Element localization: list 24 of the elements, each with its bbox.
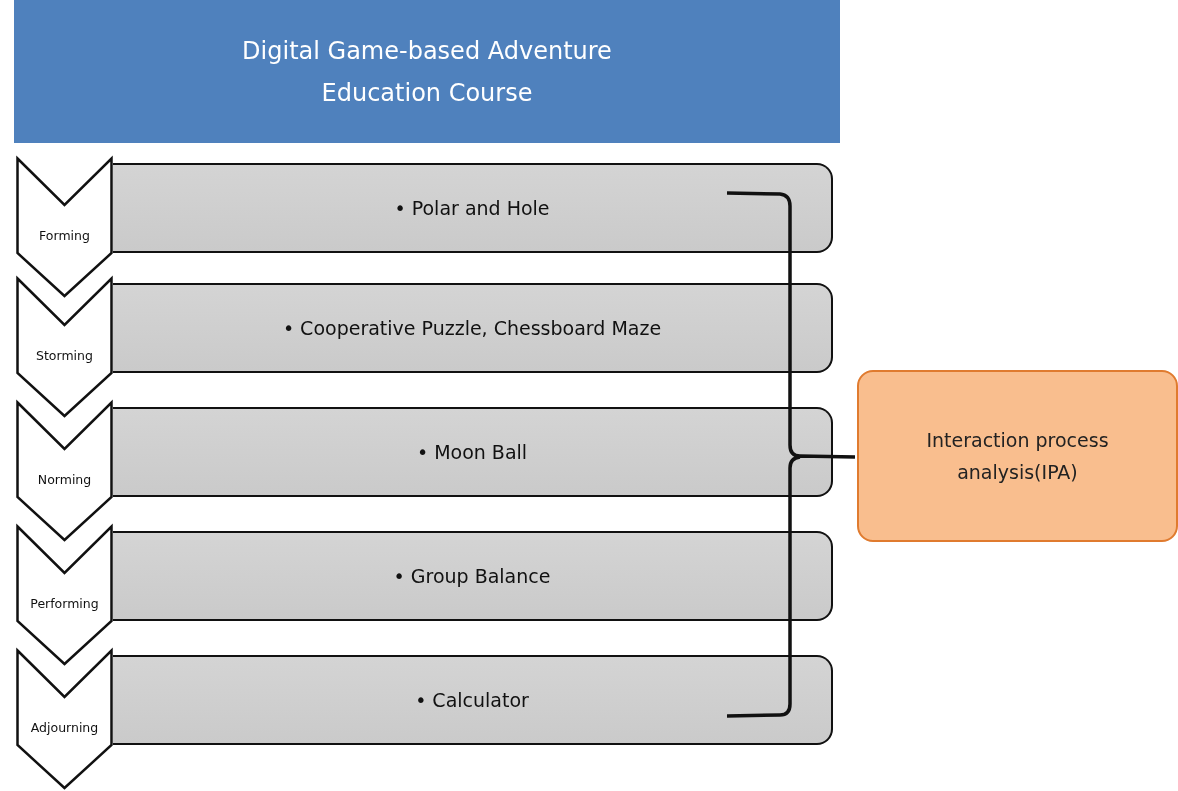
stage-label: Storming	[36, 348, 93, 363]
stage-label: Forming	[39, 228, 90, 243]
title-banner	[14, 0, 840, 143]
stage-label: Norming	[37, 472, 92, 487]
stage-banner	[16, 401, 113, 542]
title-text: Digital Game-based Adventure Education Course	[241, 35, 613, 109]
activity-box	[113, 407, 833, 497]
box-text: • Group Balance	[393, 565, 551, 587]
stage-label: Adjourning	[30, 720, 99, 735]
stage-label: Performing	[30, 596, 99, 611]
stage-banner	[16, 525, 113, 666]
box-text: • Moon Ball	[416, 441, 528, 463]
result-box	[857, 370, 1178, 542]
activity-box	[113, 163, 833, 253]
stage-banner	[16, 157, 113, 298]
stage-banner	[16, 277, 113, 418]
activity-box	[113, 283, 833, 373]
activity-box	[113, 655, 833, 745]
box-text: • Cooperative Puzzle, Chessboard Maze	[282, 317, 662, 339]
box-text: Interaction process analysis(IPA)	[925, 428, 1110, 485]
box-text: • Polar and Hole	[394, 197, 550, 219]
activity-box	[113, 531, 833, 621]
stage-banner	[16, 649, 113, 790]
box-text: • Calculator	[415, 689, 529, 711]
